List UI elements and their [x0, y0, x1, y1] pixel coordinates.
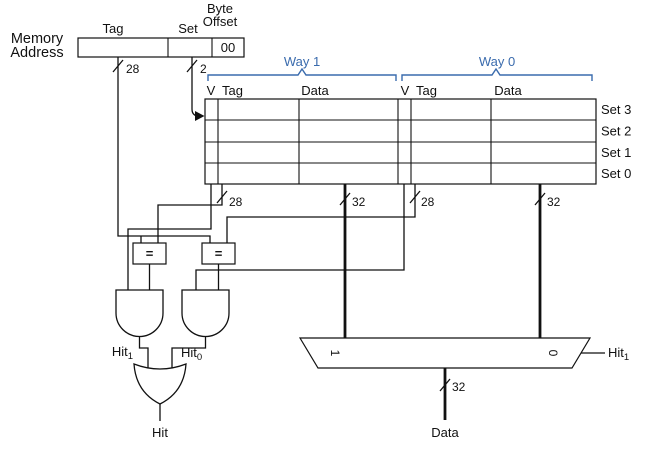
- hit1-base: Hit: [112, 344, 128, 359]
- way-brackets: Way 1 Way 0: [207, 54, 593, 81]
- bus-width-slash: [409, 190, 421, 204]
- set-row-label: Set 3: [601, 102, 631, 117]
- bus-width-slash: [534, 192, 546, 206]
- bus-width-slash: [112, 59, 124, 73]
- bus-width-slash: [439, 378, 451, 392]
- comparator-way1: =: [132, 242, 167, 265]
- mux-select-base: Hit: [608, 345, 624, 360]
- way0-bracket: [401, 67, 593, 81]
- bus-width-slash: [216, 190, 228, 204]
- hit1-subscript: 1: [128, 351, 133, 362]
- way0-tag-width-label: 28: [421, 195, 435, 209]
- memory-address: Memory Address Tag Set Byte Offset 00: [10, 1, 245, 61]
- byte-offset-label-line1: Byte: [207, 1, 233, 16]
- mux-input0-label: 0: [546, 350, 560, 357]
- way1-tag-width-label: 28: [229, 195, 243, 209]
- hit0-subscript: 0: [197, 352, 202, 363]
- data-mux: 1 0 Hit1: [298, 337, 629, 369]
- way0-data-column-header: Data: [494, 83, 522, 98]
- hit0-wire: [171, 336, 207, 369]
- set-row-label: Set 2: [601, 124, 631, 139]
- bus-width-labels: 28 2 28 32 28 32 32: [126, 62, 561, 394]
- way0-valid-column-header: V: [401, 83, 410, 98]
- hit-output-label: Hit: [152, 425, 168, 440]
- way0-tag-column-header: Tag: [416, 83, 437, 98]
- bus-width-slash: [186, 59, 198, 73]
- data-output-label: Data: [431, 425, 459, 440]
- hit0-signal-label: Hit0: [181, 345, 202, 363]
- bus-width-slash: [339, 192, 351, 206]
- way1-bracket: [207, 67, 397, 81]
- set-width-label: 2: [200, 62, 207, 76]
- address-box: [77, 37, 245, 58]
- way1-tag-column-header: Tag: [222, 83, 243, 98]
- way1-valid-wire: [127, 184, 212, 290]
- way0-data-width-label: 32: [547, 195, 561, 209]
- mux-body: [298, 337, 592, 369]
- way1-data-column-header: Data: [301, 83, 329, 98]
- address-tag-bus-wire: [117, 57, 211, 243]
- set-row-label: Set 0: [601, 166, 631, 181]
- way1-data-width-label: 32: [352, 195, 366, 209]
- way1-label: Way 1: [284, 54, 320, 69]
- hit1-signal-label: Hit1: [112, 344, 133, 362]
- byte-offset-label-line2: Offset: [203, 14, 238, 29]
- hit1-wire: [138, 336, 149, 369]
- bus-width-slashes: [112, 59, 546, 392]
- cache-table: V Tag Data V Tag Data Set 3 Set 2 Set 1 …: [204, 83, 631, 185]
- way0-label: Way 0: [479, 54, 515, 69]
- set-index-wire: [191, 57, 200, 117]
- set-row-label: Set 1: [601, 145, 631, 160]
- and-gate-way1: [115, 289, 164, 338]
- mux-select-label: Hit1: [608, 345, 629, 363]
- tag-field-label: Tag: [103, 21, 124, 36]
- way1-tag-wire: [157, 184, 223, 243]
- comparator-way0: =: [201, 242, 236, 265]
- way0-tag-wire: [226, 184, 416, 243]
- comparator-box: [201, 242, 236, 265]
- mux-input1-label: 1: [328, 350, 342, 357]
- way1-valid-column-header: V: [207, 83, 216, 98]
- comparator-box: [132, 242, 167, 265]
- memory-address-label-line1: Memory: [11, 31, 64, 47]
- mux-output-width-label: 32: [452, 380, 466, 394]
- set-field-label: Set: [178, 21, 198, 36]
- hit0-base: Hit: [181, 345, 197, 360]
- and-gate-way0: [181, 289, 230, 338]
- way0-valid-wire: [195, 184, 405, 290]
- memory-address-label-line2: Address: [10, 45, 63, 61]
- set-index-arrow-icon: [195, 111, 205, 121]
- equals-symbol: =: [146, 246, 154, 261]
- equals-symbol: =: [215, 246, 223, 261]
- wires: [117, 57, 605, 421]
- mux-select-subscript: 1: [624, 352, 629, 363]
- address-tag-width-label: 28: [126, 62, 140, 76]
- or-gate: [133, 363, 187, 405]
- byte-offset-value: 00: [221, 40, 235, 55]
